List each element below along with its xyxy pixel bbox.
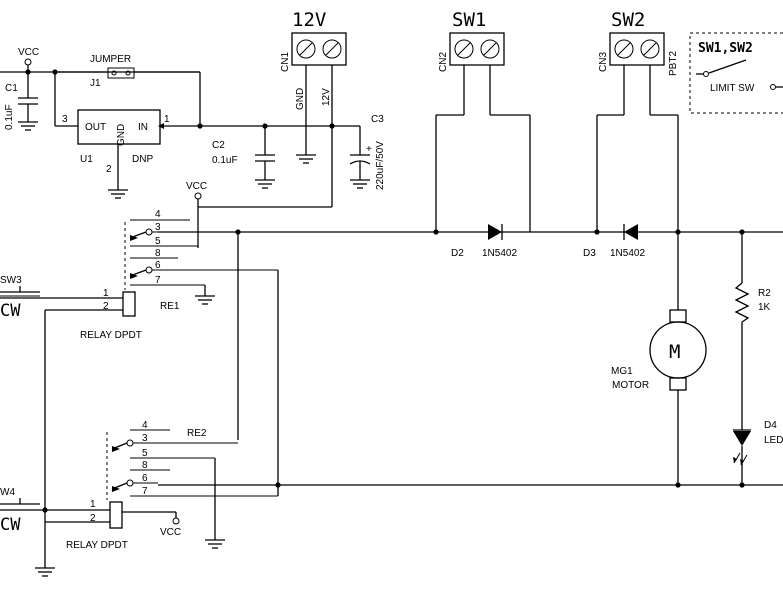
motor-symbol: M: [669, 341, 680, 363]
c3-value: 220uF/50V: [375, 141, 386, 190]
r2-value: 1K: [758, 302, 771, 313]
u1-in-label: IN: [138, 122, 148, 133]
vcc-terminal-mid: [194, 192, 202, 200]
c3-ref: C3: [371, 114, 384, 125]
sw2-connector: SW2 CN3 PBT2: [596, 9, 679, 232]
bus-rails: [158, 229, 783, 488]
c1-value: 0.1uF: [4, 104, 15, 130]
re2-pin6: 6: [142, 473, 148, 484]
cn1-12v-label: 12V: [321, 88, 332, 106]
d4-type: LED: [764, 435, 783, 446]
re1-pin8: 8: [155, 248, 161, 259]
re2-pin7: 7: [142, 486, 148, 497]
u1-ref: U1: [80, 154, 93, 165]
re2-pin4: 4: [142, 420, 148, 431]
cn2-ref: CN2: [438, 52, 449, 72]
re2-caption: RELAY DPDT: [66, 540, 128, 551]
d2-part: 1N5402: [482, 248, 517, 259]
sw3-ref: SW3: [0, 275, 22, 286]
regulator-section: VCC C1 0.1uF JUMPER J1 3 OUT GND IN 1: [0, 47, 386, 199]
re1-caption: RELAY DPDT: [80, 330, 142, 341]
c3-plus: +: [366, 144, 372, 155]
re1-pin6: 6: [155, 260, 161, 271]
re1-coil: [122, 291, 136, 317]
cn1-gnd-label: GND: [295, 88, 306, 110]
d3-part: 1N5402: [610, 248, 645, 259]
motor-ref: MG1: [611, 366, 633, 377]
legend-title: SW1,SW2: [698, 41, 753, 56]
re1-pin5: 5: [155, 236, 161, 247]
motor-name: MOTOR: [612, 380, 649, 391]
u1-pin2: 2: [106, 164, 112, 175]
d2-ref: D2: [451, 248, 464, 259]
sw4-ref: W4: [0, 487, 15, 498]
sw1-title: SW1: [452, 9, 486, 31]
vcc-label-mid: VCC: [186, 181, 207, 192]
limit-switch-legend: SW1,SW2 LIMIT SW: [689, 32, 783, 114]
re1-pin4: 4: [155, 209, 161, 220]
u1-pin1: 1: [164, 114, 170, 125]
vcc-label-bot: VCC: [160, 527, 181, 538]
jumper-j1: [107, 67, 135, 79]
cn1-ref: CN1: [280, 52, 291, 72]
j1-ref: J1: [90, 78, 101, 89]
legend-caption: LIMIT SW: [710, 83, 755, 94]
u1-dnp: DNP: [132, 154, 153, 165]
re2-coil-pin1: 1: [90, 499, 96, 510]
switch-lever: [708, 59, 747, 74]
resistor-r2: [734, 282, 750, 323]
re1-pin7: 7: [155, 275, 161, 286]
sw2-title: SW2: [611, 9, 645, 31]
re1-pin3: 3: [155, 222, 161, 233]
cn3-ref: CN3: [598, 52, 609, 72]
re2-pin5: 5: [142, 448, 148, 459]
r2-ref: R2: [758, 288, 771, 299]
vcc-terminal: [24, 58, 32, 66]
re2-pin8: 8: [142, 460, 148, 471]
re1-coil-pin1: 1: [103, 288, 109, 299]
re2-coil-pin2: 2: [90, 513, 96, 524]
re2-ref: RE2: [187, 428, 207, 439]
pbt2-ref: PBT2: [668, 51, 679, 76]
vcc-label-top: VCC: [18, 47, 39, 58]
d3-ref: D3: [583, 248, 596, 259]
sw1-connector: SW1 CN2: [435, 9, 531, 232]
d4-ref: D4: [764, 420, 777, 431]
c2-value: 0.1uF: [212, 155, 238, 166]
indicator-branch: R2 1K D4 LED: [733, 232, 783, 485]
u1-gnd-label: GND: [116, 124, 127, 146]
u1-out-label: OUT: [85, 122, 106, 133]
re2-coil: [109, 501, 123, 529]
re1-ref: RE1: [160, 301, 180, 312]
cn1-connector: 12V CN1 GND 12V: [198, 9, 347, 208]
re2-pin3: 3: [142, 433, 148, 444]
u1-pin3: 3: [62, 114, 68, 125]
led-d4: [733, 431, 751, 446]
c1-ref: C1: [5, 83, 18, 94]
sw3-direction: CW: [0, 301, 21, 321]
re1-coil-pin2: 2: [103, 301, 109, 312]
motor-mg1: M MG1 MOTOR: [611, 232, 707, 485]
diode-d2: D2 1N5402: [451, 224, 517, 259]
jumper-label: JUMPER: [90, 54, 131, 65]
sw4-direction: CW: [0, 515, 21, 535]
relay-re2: 4 3 RE2 5 8 6 7 1 2 RELAY DPDT VCC: [0, 232, 279, 577]
relay-re1: VCC 4 3 5 8 6 7 RE1 1 2 RELAY DPDT: [0, 181, 238, 568]
diode-d3: D3 1N5402: [583, 224, 645, 259]
cn1-title: 12V: [292, 9, 326, 31]
c2-ref: C2: [212, 140, 225, 151]
